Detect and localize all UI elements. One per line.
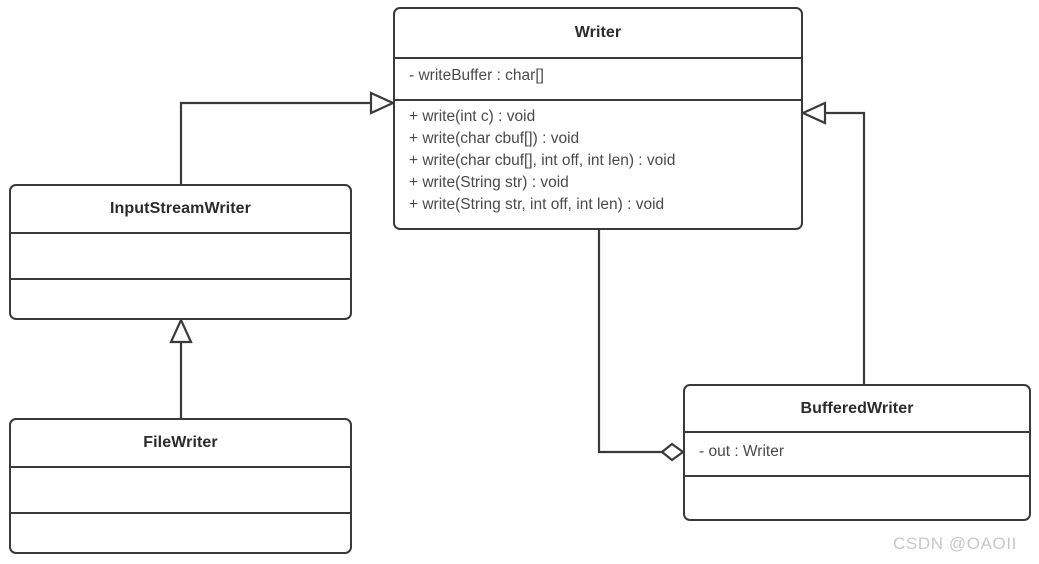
- class-methods-bufferedwriter: [685, 477, 1029, 519]
- attribute-row: - out : Writer: [699, 443, 784, 460]
- class-box-bufferedwriter[interactable]: BufferedWriter - out : Writer: [683, 384, 1031, 521]
- method-row: + write(char cbuf[]) : void: [409, 130, 580, 147]
- class-title-writer: Writer: [395, 9, 801, 59]
- class-box-writer[interactable]: Writer - writeBuffer : char[] + write(in…: [393, 7, 803, 230]
- method-row: + write(String str) : void: [409, 174, 569, 191]
- class-title-bufferedwriter: BufferedWriter: [685, 386, 1029, 433]
- class-attributes-filewriter: [11, 468, 350, 514]
- generalization-bufferedwriter-to-writer: [800, 101, 866, 386]
- aggregation-bufferedwriter-holds-writer: [597, 228, 685, 462]
- class-title-filewriter: FileWriter: [11, 420, 350, 468]
- class-attributes-writer: - writeBuffer : char[]: [395, 59, 801, 101]
- method-row: + write(String str, int off, int len) : …: [409, 196, 665, 213]
- class-box-inputstreamwriter[interactable]: InputStreamWriter: [9, 184, 352, 320]
- class-box-filewriter[interactable]: FileWriter: [9, 418, 352, 554]
- class-methods-inputstreamwriter: [11, 280, 350, 318]
- class-attributes-bufferedwriter: - out : Writer: [685, 433, 1029, 477]
- class-attributes-inputstreamwriter: [11, 234, 350, 280]
- method-row: + write(char cbuf[], int off, int len) :…: [409, 152, 676, 169]
- class-methods-writer: + write(int c) : void + write(char cbuf[…: [395, 101, 801, 228]
- class-title-inputstreamwriter: InputStreamWriter: [11, 186, 350, 234]
- generalization-inputstreamwriter-to-writer: [179, 91, 396, 186]
- method-row: + write(int c) : void: [409, 108, 536, 125]
- watermark-credit: CSDN @OAOII: [893, 534, 1017, 553]
- generalization-filewriter-to-inputstreamwriter: [169, 317, 193, 420]
- class-methods-filewriter: [11, 514, 350, 552]
- attribute-row: - writeBuffer : char[]: [409, 67, 544, 84]
